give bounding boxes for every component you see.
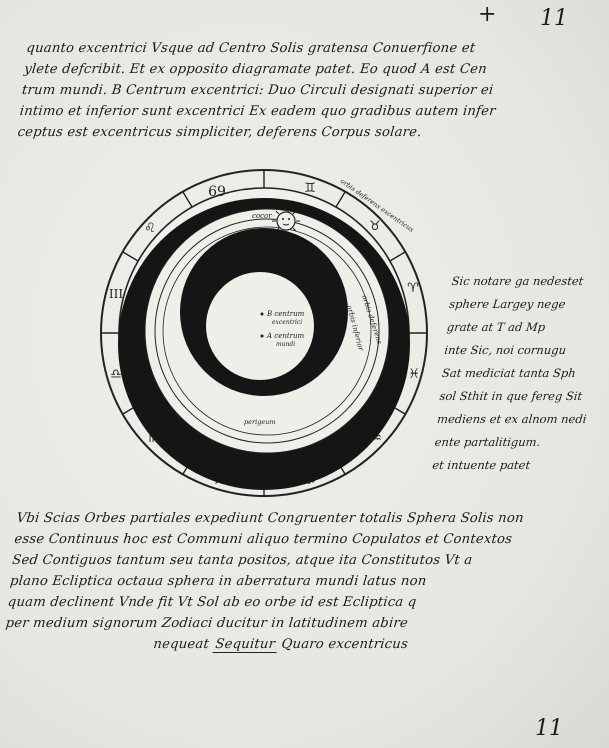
text-line: per medium signorum Zodiaci ducitur in l… xyxy=(4,616,409,631)
text-line: ylete defcribit. Et ex opposito diagrama… xyxy=(23,62,488,77)
text-line: plano Ecliptica octaua sphera in aberrat… xyxy=(9,574,428,589)
zodiac-symbol: ♈ xyxy=(407,281,419,296)
zodiac-symbol: ♉ xyxy=(369,219,381,234)
text-line-final: nequeat Sequitur Quaro excentricus xyxy=(2,634,589,655)
perigeum-label: perigeum xyxy=(244,418,276,426)
text-line: trum mundi. B Centrum excentrici: Duo Ci… xyxy=(21,83,495,98)
note-line: Sic notare ga nedestet xyxy=(450,274,585,288)
sun-icon xyxy=(272,207,300,235)
note-line: sol Sthit in que fereg Sit xyxy=(438,389,583,403)
zodiac-label-top: 69 xyxy=(208,184,226,200)
bottom-paragraph: Vbi Scias Orbes partiales expediunt Cong… xyxy=(2,508,602,655)
zodiac-symbol: ♊ xyxy=(304,181,316,196)
note-line: ente partalitigum. xyxy=(434,435,542,449)
cocor-label: cocor xyxy=(252,212,272,220)
page-number: 11 xyxy=(540,6,568,31)
text-line: Vbi Scias Orbes partiales expediunt Cong… xyxy=(15,511,525,526)
b-centrum-label: B centrum xyxy=(266,310,305,318)
margin-note: Sic notare ga nedestet sphere Largey neg… xyxy=(431,270,609,477)
center-a-point xyxy=(260,334,264,338)
note-line: Sat mediciat tanta Sph xyxy=(441,366,577,380)
note-line: mediens et ex alnom nedi xyxy=(436,412,588,426)
final-word-before: nequeat xyxy=(152,637,210,652)
text-line: quanto excentrici Vsque ad Centro Solis … xyxy=(25,41,477,56)
zodiac-symbol: ♌ xyxy=(144,221,156,236)
note-line: grate at T ad Mp xyxy=(446,320,546,334)
bottom-page-number: 11 xyxy=(535,716,563,741)
final-word-after: Quaro excentricus xyxy=(280,637,409,652)
text-line: ceptus est excentricus simpliciter, defe… xyxy=(16,125,423,140)
note-line: inte Sic, noi cornugu xyxy=(443,343,567,357)
text-line: Sed Contiguos tantum seu tanta positos, … xyxy=(11,553,474,568)
text-line: esse Continuus hoc est Communi aliquo te… xyxy=(13,532,513,547)
text-line: intimo et inferior sunt excentrici Ex ea… xyxy=(19,104,497,119)
text-line: quam declinent Vnde fit Vt Sol ab eo orb… xyxy=(7,595,418,610)
top-mark: + xyxy=(478,2,497,27)
zodiac-symbol: ♒ xyxy=(370,431,382,446)
underlined-word: Sequitur xyxy=(212,637,278,653)
a-centrum-label: A centrum xyxy=(266,332,305,340)
note-line: sphere Largey nege xyxy=(448,297,567,311)
zodiac-symbol: ♓ xyxy=(408,367,420,382)
note-line: et intuente patet xyxy=(431,458,531,472)
zodiac-roman-label: III xyxy=(109,287,123,301)
center-b-point xyxy=(260,312,264,316)
zodiac-symbol: ♎ xyxy=(110,367,122,382)
a-centrum-sub: mundi xyxy=(276,341,295,348)
center-white-disc xyxy=(206,272,314,380)
solar-orbs-diagram: 69 ♊ ♉ ♈ ♓ ♒ ♑ ♐ ♏ ♎ III ♌ xyxy=(100,169,428,497)
b-centrum-sub: excentrici xyxy=(272,319,302,326)
top-paragraph: quanto excentrici Vsque ad Centro Solis … xyxy=(16,38,587,143)
